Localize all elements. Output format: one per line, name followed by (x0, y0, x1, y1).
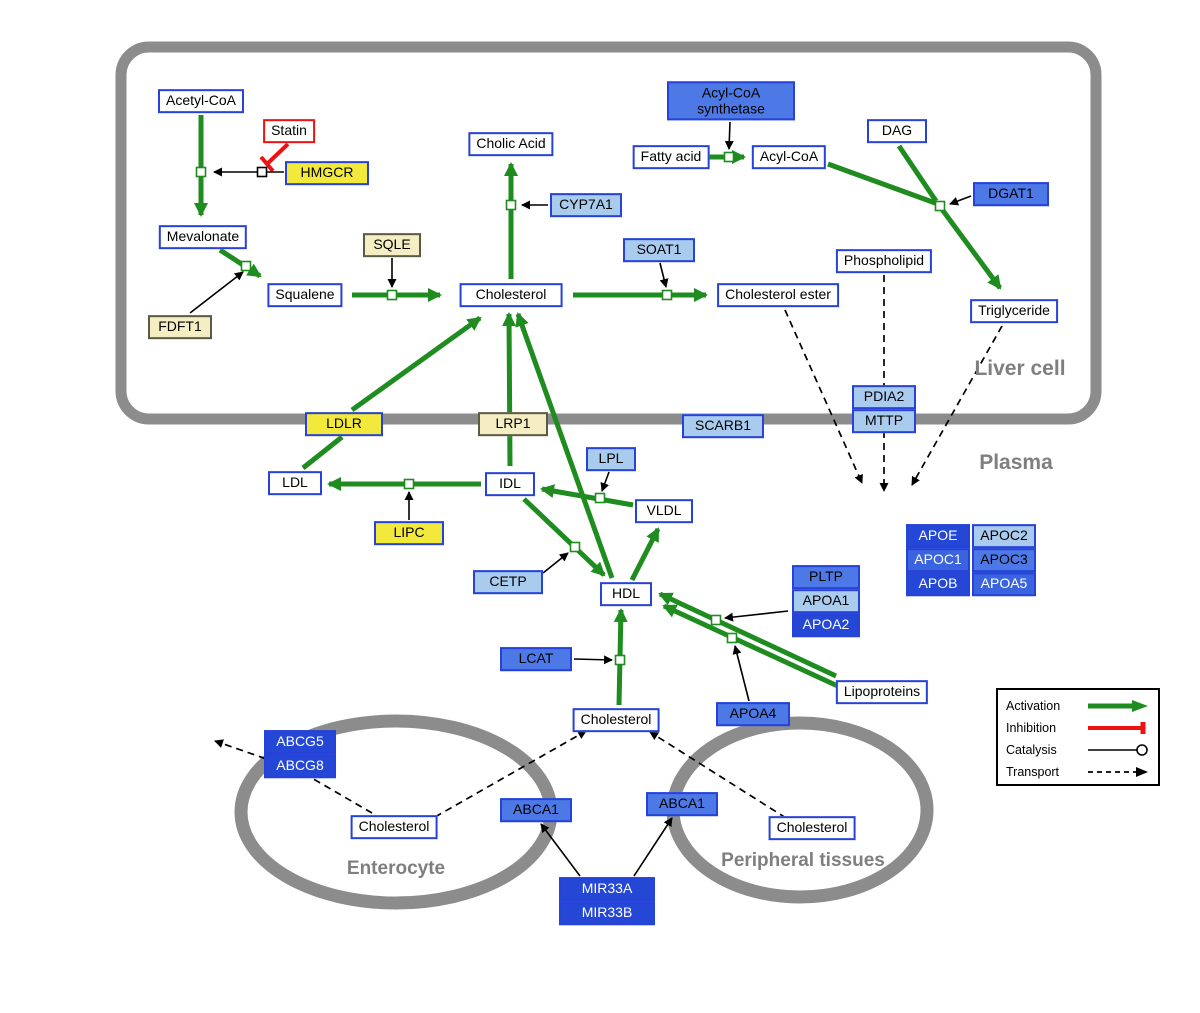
node-mttp[interactable]: MTTP (852, 409, 916, 433)
node-apoa2[interactable]: APOA2 (792, 613, 860, 637)
node-cyp7a1[interactable]: CYP7A1 (550, 193, 622, 217)
node-apob[interactable]: APOB (906, 572, 970, 596)
legend-catalysis-label: Catalysis (1006, 743, 1057, 757)
node-pltp[interactable]: PLTP (792, 565, 860, 589)
node-dag[interactable]: DAG (867, 119, 927, 143)
liver-cell-membrane (115, 41, 1102, 425)
node-cetp[interactable]: CETP (473, 570, 543, 594)
activation-arrow-icon (1088, 700, 1148, 712)
node-abca1-left[interactable]: ABCA1 (500, 798, 572, 822)
enterocyte-label: Enterocyte (346, 858, 446, 879)
node-abcg5[interactable]: ABCG5 (264, 730, 336, 754)
node-pdia2[interactable]: PDIA2 (852, 385, 916, 409)
peripheral-tissues-label: Peripheral tissues (721, 850, 885, 871)
legend: Activation Inhibition Catalysis Transpor… (996, 688, 1160, 786)
legend-row-activation: Activation (1006, 695, 1150, 717)
node-apoc3[interactable]: APOC3 (972, 548, 1036, 572)
node-hmgcr[interactable]: HMGCR (285, 161, 369, 185)
legend-transport-label: Transport (1006, 765, 1060, 779)
node-squalene[interactable]: Squalene (267, 283, 343, 307)
node-acyl-coa[interactable]: Acyl-CoA (751, 145, 827, 169)
node-mevalonate[interactable]: Mevalonate (158, 225, 248, 249)
node-ldl[interactable]: LDL (268, 471, 322, 495)
node-cholesterol-enterocyte[interactable]: Cholesterol (350, 815, 438, 839)
catalysis-circle-icon (1088, 744, 1148, 756)
node-apoa4[interactable]: APOA4 (716, 702, 790, 726)
node-lcat[interactable]: LCAT (500, 647, 572, 671)
catalysis-edges (189, 121, 972, 877)
node-cholesterol-liver[interactable]: Cholesterol (459, 283, 563, 307)
legend-row-catalysis: Catalysis (1006, 739, 1150, 761)
node-cholic-acid[interactable]: Cholic Acid (468, 132, 554, 156)
inhibition-bar-icon (1088, 722, 1146, 734)
plasma-label: Plasma (979, 451, 1053, 474)
liver-cell-label: Liver cell (974, 357, 1066, 380)
node-abca1-right[interactable]: ABCA1 (646, 792, 718, 816)
legend-activation-label: Activation (1006, 699, 1061, 713)
node-mir33a[interactable]: MIR33A (559, 877, 655, 901)
node-idl[interactable]: IDL (485, 472, 535, 496)
node-statin[interactable]: Statin (263, 119, 315, 143)
node-apoa1[interactable]: APOA1 (792, 589, 860, 613)
node-lrp1[interactable]: LRP1 (478, 412, 548, 436)
node-apoa5[interactable]: APOA5 (972, 572, 1036, 596)
legend-inhibition-label: Inhibition (1006, 721, 1057, 735)
node-fdft1[interactable]: FDFT1 (148, 315, 212, 339)
node-hdl[interactable]: HDL (600, 582, 652, 606)
node-vldl[interactable]: VLDL (635, 499, 693, 523)
node-apoc2[interactable]: APOC2 (972, 524, 1036, 548)
statin-target-square (256, 166, 268, 178)
node-lpl[interactable]: LPL (586, 447, 636, 471)
node-phospholipid[interactable]: Phospholipid (835, 249, 933, 273)
node-scarb1[interactable]: SCARB1 (682, 414, 764, 438)
node-lipoproteins[interactable]: Lipoproteins (835, 680, 929, 704)
legend-row-transport: Transport (1006, 761, 1150, 783)
node-ldlr[interactable]: LDLR (305, 412, 383, 436)
transport-dashed-arrow-icon (1088, 767, 1148, 777)
node-sqle[interactable]: SQLE (363, 233, 421, 257)
junction-squares (195, 151, 946, 666)
legend-row-inhibition: Inhibition (1006, 717, 1150, 739)
node-cholesterol-ester[interactable]: Cholesterol ester (717, 283, 839, 307)
node-dgat1[interactable]: DGAT1 (973, 182, 1049, 206)
node-mir33b[interactable]: MIR33B (559, 901, 655, 925)
inhibition-edge (259, 142, 290, 173)
node-apoc1[interactable]: APOC1 (906, 548, 970, 572)
node-fatty-acid[interactable]: Fatty acid (632, 145, 710, 169)
node-soat1[interactable]: SOAT1 (623, 238, 695, 262)
node-apoe[interactable]: APOE (906, 524, 970, 548)
node-cholesterol-plasma[interactable]: Cholesterol (572, 708, 660, 732)
node-cholesterol-peripheral[interactable]: Cholesterol (768, 816, 856, 840)
node-acetyl-coa[interactable]: Acetyl-CoA (157, 89, 245, 113)
node-acyl-coa-synthetase[interactable]: Acyl-CoA synthetase (667, 81, 795, 121)
node-lipc[interactable]: LIPC (374, 521, 444, 545)
node-triglyceride[interactable]: Triglyceride (970, 299, 1058, 323)
node-abcg8[interactable]: ABCG8 (264, 754, 336, 778)
